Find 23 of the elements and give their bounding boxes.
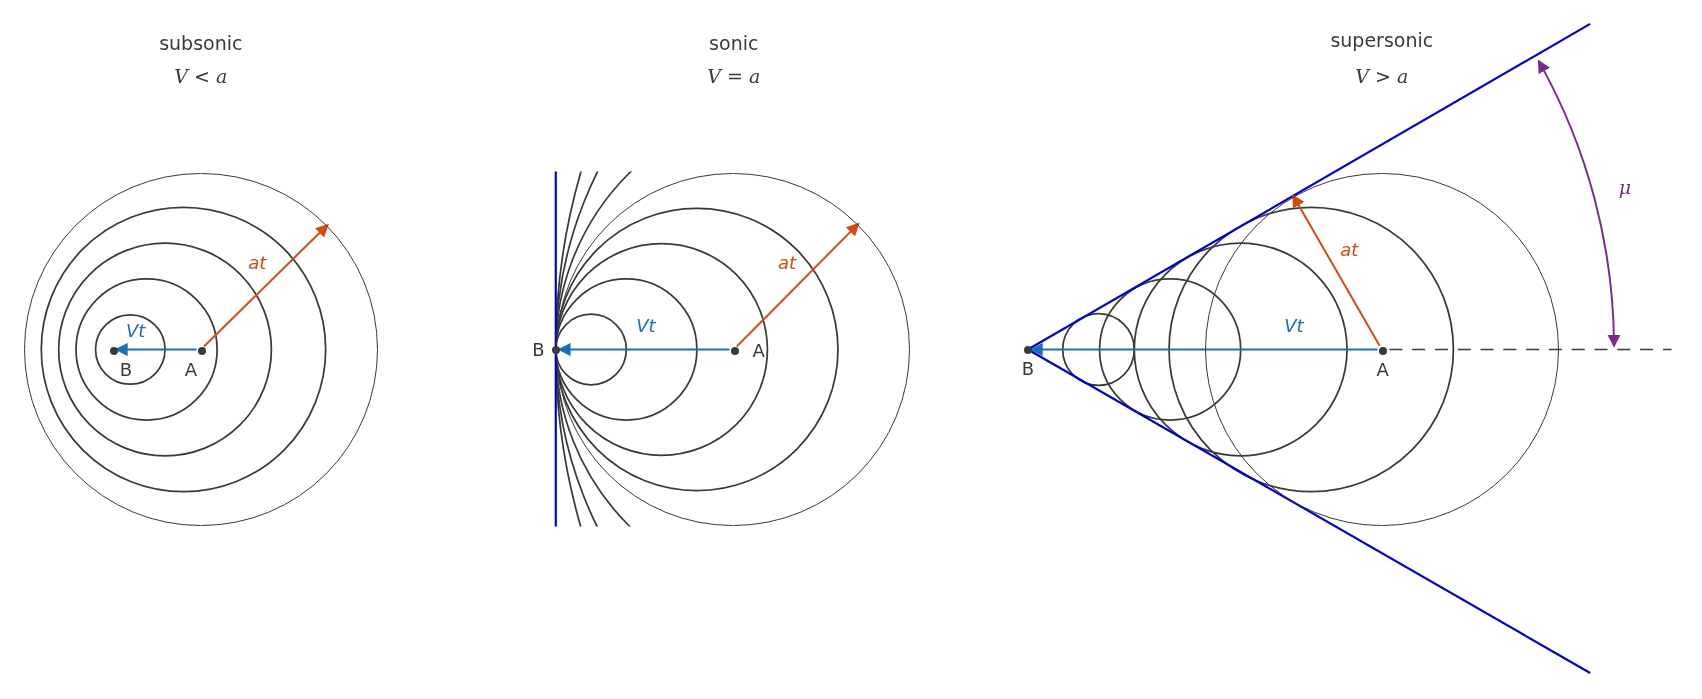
panel-title: sonic (709, 33, 759, 53)
angle-label: μ (1618, 177, 1632, 197)
edge-label: at (246, 253, 269, 272)
condition-label: V > a (1355, 66, 1409, 86)
edge-label: at (1338, 240, 1361, 259)
panel-title: subsonic (159, 33, 243, 53)
condition-label: V = a (707, 66, 761, 86)
panel-title: supersonic (1330, 30, 1434, 50)
point-label: B (118, 361, 133, 380)
point-label: A (751, 341, 766, 360)
arrow (557, 343, 731, 356)
arrow (202, 223, 329, 348)
arrow (735, 222, 860, 348)
edge-label: Vt (634, 316, 658, 335)
condition-label: V < a (174, 66, 228, 86)
point-label: A (1375, 361, 1390, 380)
edge-label: Vt (1282, 316, 1306, 335)
edge-label: at (775, 253, 798, 272)
arrow (1029, 343, 1379, 356)
point-label: B (531, 340, 546, 359)
arrow (1292, 193, 1381, 347)
point-label: A (183, 361, 198, 380)
point-label: B (1020, 360, 1035, 379)
